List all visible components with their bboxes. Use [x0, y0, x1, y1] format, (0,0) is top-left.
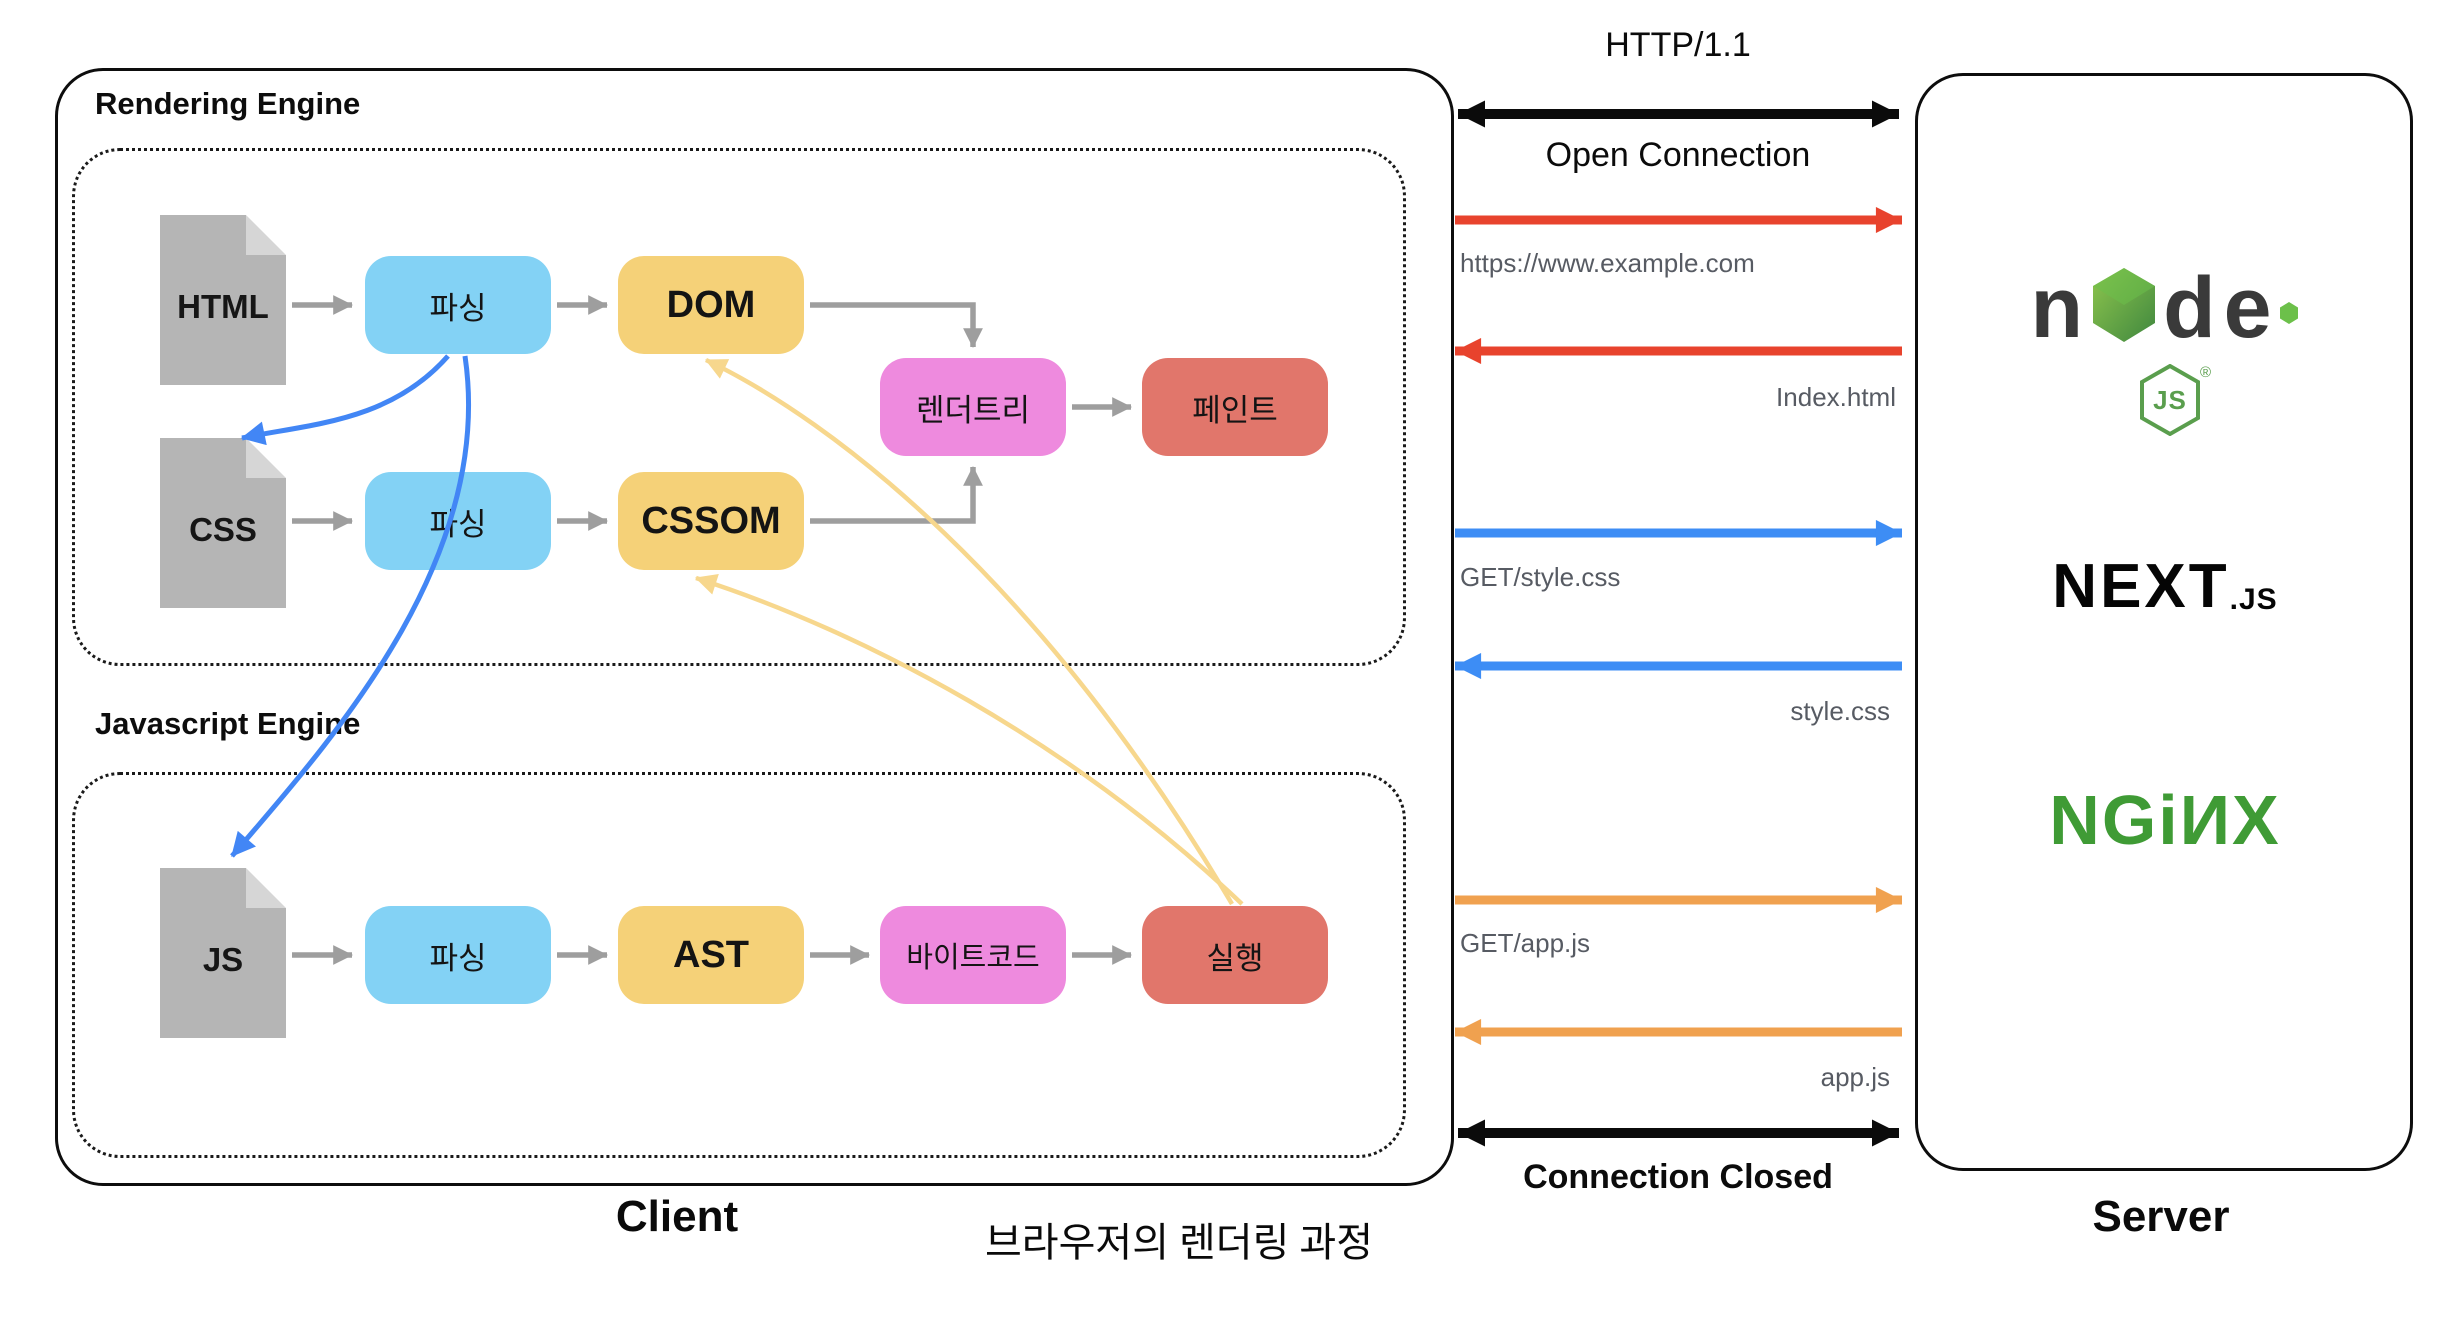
client-box [55, 68, 1454, 1186]
node-paint: 페인트 [1142, 358, 1328, 456]
node-execute: 실행 [1142, 906, 1328, 1004]
nodejs-letter-n: n [2030, 259, 2086, 356]
node-bytecode: 바이트코드 [880, 906, 1066, 1004]
nodejs-dot-hexagon-icon [2280, 302, 2299, 324]
js-file-label: JS [202, 941, 244, 978]
server-box [1915, 73, 2413, 1171]
html-file-icon: HTML [160, 215, 286, 385]
nodejs-js-text: JS [2153, 384, 2187, 415]
message-label-get-app: GET/app.js [1460, 928, 1591, 958]
message-label-app-js: app.js [1820, 1062, 1890, 1092]
html-file-label: HTML [177, 288, 269, 325]
message-label-style-css: style.css [1790, 696, 1890, 726]
nodejs-logo: n d e JS ® [1990, 259, 2340, 438]
node-parse-js: 파싱 [365, 906, 551, 1004]
node-cssom: CSSOM [618, 472, 804, 570]
node-render-tree: 렌더트리 [880, 358, 1066, 456]
nodejs-js-hexagon-icon [2140, 363, 2200, 437]
client-label: Client [615, 1192, 739, 1241]
protocol-label: HTTP/1.1 [1605, 26, 1751, 64]
nextjs-logo: NEXT .JS [1985, 538, 2345, 618]
message-label-request-url: https://www.example.com [1460, 248, 1755, 278]
connection-closed-label: Connection Closed [1523, 1158, 1833, 1196]
nodejs-registered-mark: ® [2200, 364, 2212, 381]
css-file-label: CSS [189, 511, 257, 548]
node-dom: DOM [618, 256, 804, 354]
nodejs-js-badge: JS [2138, 363, 2202, 437]
nginx-logo: NGiИX [2049, 781, 2281, 859]
css-file-icon: CSS [160, 438, 286, 608]
nextjs-wordmark: NEXT [2052, 552, 2230, 621]
rendering-engine-title: Rendering Engine [95, 86, 361, 121]
node-parse-html: 파싱 [365, 256, 551, 354]
node-ast: AST [618, 906, 804, 1004]
javascript-engine-title: Javascript Engine [95, 706, 361, 741]
nodejs-hexagon-icon [2093, 268, 2156, 342]
nodejs-letter-e: e [2223, 259, 2274, 356]
message-label-index-html: Index.html [1776, 382, 1896, 412]
node-parse-css: 파싱 [365, 472, 551, 570]
document-icon [160, 215, 286, 385]
js-file-icon: JS [160, 868, 286, 1038]
server-label: Server [2092, 1192, 2230, 1241]
nodejs-wordmark: n d e [1990, 259, 2340, 356]
nextjs-suffix: .JS [2229, 583, 2278, 616]
document-icon [160, 868, 286, 1038]
diagram-caption: 브라우저의 렌더링 과정 [985, 1220, 1373, 1265]
message-label-get-style: GET/style.css [1460, 562, 1621, 592]
nodejs-letter-d: d [2163, 259, 2218, 356]
open-connection-label: Open Connection [1545, 136, 1811, 174]
